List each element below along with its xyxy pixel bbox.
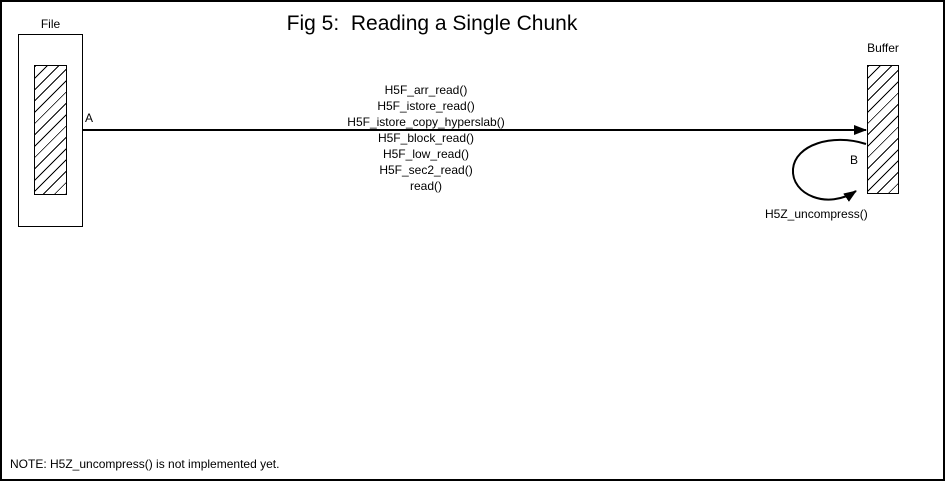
arrow-end-label: B xyxy=(850,153,859,167)
figure-title: Fig 5: Reading a Single Chunk xyxy=(286,12,578,35)
buffer-label: Buffer xyxy=(867,41,899,55)
file-label: File xyxy=(40,17,61,31)
call-stack: H5F_arr_read() H5F_istore_read() H5F_ist… xyxy=(2,82,850,194)
call-stack-line: H5F_low_read() xyxy=(382,147,470,161)
call-stack-line: H5F_block_read() xyxy=(377,131,475,145)
uncompress-label: H5Z_uncompress() xyxy=(765,207,868,221)
call-stack-line: H5F_arr_read() xyxy=(384,83,468,97)
call-stack-line: read() xyxy=(409,179,442,193)
arrow-start-label: A xyxy=(85,111,94,125)
buffer-hatched-rect xyxy=(867,65,899,194)
footnote: NOTE: H5Z_uncompress() is not implemente… xyxy=(10,457,280,471)
call-stack-line: H5F_sec2_read() xyxy=(379,163,473,177)
call-stack-line: H5F_istore_read() xyxy=(377,99,475,113)
call-stack-line: H5F_istore_copy_hyperslab() xyxy=(347,115,505,129)
file-chunk-hatched-rect xyxy=(34,65,67,195)
